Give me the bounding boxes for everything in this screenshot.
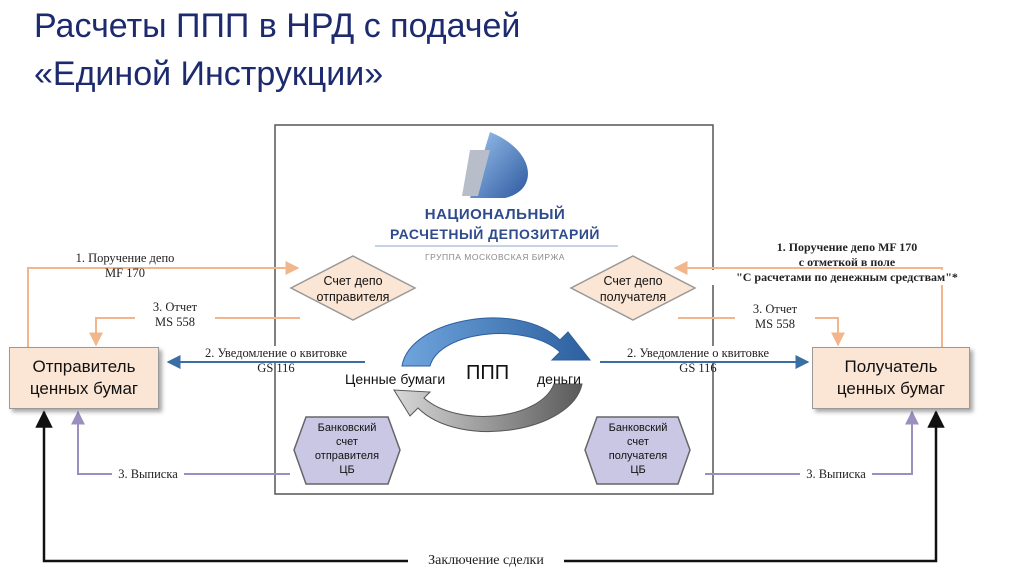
statement-arrow-right — [705, 410, 919, 475]
bank-receiver-line-3: получателя — [608, 450, 668, 462]
receiver-box-line-2: ценных бумаг — [836, 379, 946, 398]
bank-receiver-label: Банковский счет получателя ЦБ — [588, 421, 688, 477]
left-report-line-1: 3. Отчет — [152, 300, 198, 314]
depo-receiver-line-2: получателя — [599, 290, 667, 304]
cycle-right-label: деньги — [537, 371, 581, 387]
depo-sender-line-1: Счет депо — [323, 274, 383, 288]
left-order-line-1: 1. Поручение депо — [75, 251, 175, 265]
right-report-label: 3. Отчет MS 558 — [735, 302, 815, 332]
sender-box-line-1: Отправитель — [32, 357, 136, 376]
order-arrow-right — [673, 261, 943, 348]
receiver-box-line-1: Получатель — [844, 357, 938, 376]
sender-box-line-2: ценных бумаг — [29, 379, 139, 398]
left-notice-line-1: 2. Уведомление о квитовке — [186, 346, 366, 361]
depo-sender-label: Счет депо отправителя — [303, 273, 403, 305]
bank-sender-line-2: счет — [336, 436, 358, 448]
cycle-arrow-grey — [393, 383, 583, 433]
right-report-line-2: MS 558 — [755, 317, 795, 331]
cycle-center-label: ППП — [466, 362, 510, 384]
right-order-line-1: 1. Поручение депо MF 170 — [776, 240, 918, 254]
deal-arrow-right — [470, 410, 945, 563]
cycle-arrow-blue — [401, 317, 592, 367]
left-order-label: 1. Поручение депо MF 170 — [60, 251, 190, 281]
sender-box: Отправитель ценных бумаг — [9, 347, 159, 409]
bank-receiver-line-1: Банковский — [608, 422, 668, 434]
left-notice-label: 2. Уведомление о квитовке GS 116 — [186, 346, 366, 376]
bank-sender-line-1: Банковский — [317, 422, 377, 434]
statement-arrow-left — [71, 410, 290, 475]
logo-subtitle: ГРУППА МОСКОВСКАЯ БИРЖА — [425, 252, 565, 262]
deal-label: Заключение сделки — [408, 553, 564, 568]
left-statement-label: 3. Выписка — [112, 467, 184, 482]
title-line-1: Расчеты ППП в НРД с подачей — [34, 7, 521, 45]
left-notice-line-2: GS 116 — [257, 361, 295, 375]
right-notice-line-1: 2. Уведомление о квитовке — [608, 346, 788, 361]
bank-receiver-line-2: счет — [627, 436, 649, 448]
depo-receiver-diamond — [569, 255, 697, 321]
depo-receiver-line-1: Счет депо — [603, 274, 663, 288]
receiver-box: Получатель ценных бумаг — [812, 347, 970, 409]
bank-sender-line-3: отправителя — [314, 450, 380, 462]
right-order-line-3: "С расчетами по денежным средствам"* — [712, 270, 982, 285]
right-order-label: 1. Поручение депо MF 170 с отметкой в по… — [712, 240, 982, 285]
cycle-left-label: Ценные бумаги — [345, 371, 446, 387]
bank-sender-label: Банковский счет отправителя ЦБ — [297, 421, 397, 477]
left-order-line-2: MF 170 — [105, 266, 145, 280]
bank-sender-line-4: ЦБ — [339, 464, 355, 476]
logo-line-1: НАЦИОНАЛЬНЫЙ — [424, 206, 566, 223]
deal-arrow-left — [35, 410, 470, 563]
order-arrow-left — [27, 261, 300, 348]
right-notice-label: 2. Уведомление о квитовке GS 116 — [608, 346, 788, 376]
left-report-label: 3. Отчет MS 558 — [135, 300, 215, 330]
right-order-line-2: с отметкой в поле — [798, 255, 896, 269]
bank-receiver-hexagon — [584, 416, 691, 485]
depo-sender-line-2: отправителя — [316, 290, 390, 304]
right-statement-label: 3. Выписка — [800, 467, 872, 482]
depo-sender-diamond — [289, 255, 417, 321]
page-title: Расчеты ППП в НРД с подачей «Единой Инст… — [34, 2, 734, 98]
logo-line-2: РАСЧЕТНЫЙ ДЕПОЗИТАРИЙ — [390, 226, 600, 242]
right-report-line-1: 3. Отчет — [752, 302, 798, 316]
title-line-2: «Единой Инструкции» — [34, 55, 384, 93]
bank-sender-hexagon — [293, 416, 401, 485]
left-report-line-2: MS 558 — [155, 315, 195, 329]
nrd-logo-mark — [375, 132, 618, 247]
bank-receiver-line-4: ЦБ — [630, 464, 646, 476]
right-notice-line-2: GS 116 — [679, 361, 717, 375]
report-arrow-left — [89, 317, 300, 347]
depo-receiver-label: Счет депо получателя — [583, 273, 683, 305]
report-arrow-right — [678, 317, 845, 347]
